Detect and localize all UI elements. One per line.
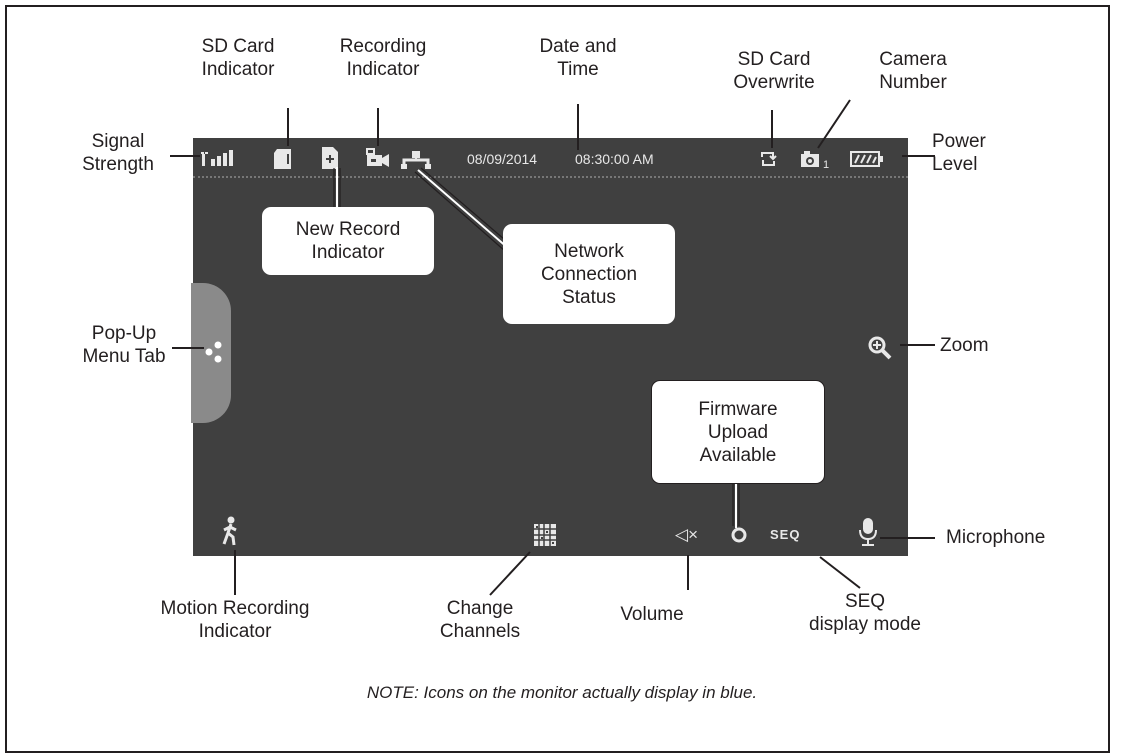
label-line: Recording: [339, 36, 427, 57]
callout-firmware-upload-available: Firmware Upload Available: [651, 380, 825, 484]
label-line: SEQ: [844, 591, 886, 612]
label-line: Motion Recording: [160, 598, 310, 619]
label-signal-strength: Signal Strength: [62, 130, 174, 176]
callout-line: Status: [562, 286, 616, 308]
label-line: Overwrite: [733, 72, 815, 93]
monitor-screen: 08/09/2014 08:30:00 AM 1: [191, 138, 908, 556]
label-line: Channels: [439, 621, 521, 642]
label-pop-up-menu-tab: Pop-Up Menu Tab: [72, 322, 176, 368]
label-line: Indicator: [201, 59, 275, 80]
footnote: NOTE: Icons on the monitor actually disp…: [366, 683, 758, 702]
camera-icon: [801, 151, 819, 167]
status-bar: 08/09/2014 08:30:00 AM 1: [193, 138, 908, 176]
microphone-icon[interactable]: [859, 518, 877, 548]
label-line: Change: [446, 598, 514, 619]
signal-strength-icon: [201, 150, 233, 166]
label-line: Number: [879, 72, 947, 93]
status-time: 08:30:00 AM: [575, 151, 654, 167]
callout-line: Connection: [540, 263, 638, 285]
new-record-icon: [322, 147, 338, 169]
pop-up-menu-tab[interactable]: [191, 283, 231, 423]
status-divider: [193, 176, 908, 178]
callout-line: New Record: [295, 219, 401, 240]
status-date: 08/09/2014: [467, 151, 538, 167]
firmware-upload-icon[interactable]: [731, 527, 747, 543]
label-sd-card-overwrite: SD Card Overwrite: [712, 48, 836, 94]
seq-mode-icon[interactable]: SEQ: [770, 527, 801, 542]
callout-network-connection-status: Network Connection Status: [503, 224, 675, 324]
label-line: Indicator: [198, 621, 272, 642]
diagram-frame: [5, 5, 1110, 753]
callout-line: Upload: [707, 421, 769, 443]
volume-icon[interactable]: ◁×: [675, 525, 699, 544]
label-line: SD Card: [737, 49, 811, 70]
label-date-and-time: Date and Time: [520, 35, 636, 81]
label-volume: Volume: [620, 604, 684, 625]
callout-line: Available: [699, 444, 777, 466]
label-sd-card-indicator: SD Card Indicator: [183, 35, 293, 81]
label-zoom: Zoom: [940, 335, 989, 356]
label-microphone: Microphone: [946, 527, 1046, 548]
label-line: Level: [932, 154, 978, 175]
label-power-level: Power Level: [932, 130, 1012, 176]
label-line: Signal: [91, 131, 145, 152]
recording-icon: [366, 148, 389, 167]
label-line: Strength: [82, 154, 154, 175]
label-line: Power: [932, 131, 986, 152]
battery-icon: [850, 151, 883, 167]
label-motion-recording-indicator: Motion Recording Indicator: [120, 597, 350, 643]
label-line: Indicator: [346, 59, 420, 80]
label-line: display mode: [809, 614, 921, 635]
label-line: Pop-Up: [91, 323, 157, 344]
label-line: Time: [557, 59, 599, 80]
zoom-icon[interactable]: [868, 336, 892, 360]
camera-number: 1: [823, 159, 830, 171]
label-line: SD Card: [201, 36, 275, 57]
label-line: Menu Tab: [82, 346, 166, 367]
label-line: Camera: [879, 49, 947, 70]
sd-card-icon: [274, 149, 291, 169]
callout-line: Firmware: [698, 398, 778, 420]
callout-line: Network: [554, 240, 624, 262]
callout-line: Indicator: [311, 242, 385, 263]
label-camera-number: Camera Number: [855, 48, 971, 94]
label-seq-display-mode: SEQ display mode: [790, 590, 940, 636]
sd-overwrite-icon: [761, 152, 777, 166]
share-menu-icon: [205, 341, 222, 363]
label-recording-indicator: Recording Indicator: [318, 35, 448, 81]
network-connection-icon: [401, 151, 431, 169]
motion-recording-icon: [222, 516, 237, 546]
change-channels-icon[interactable]: [534, 524, 556, 546]
label-change-channels: Change Channels: [420, 597, 540, 643]
label-line: Date and: [539, 36, 617, 57]
callout-new-record-indicator: New Record Indicator: [262, 207, 434, 275]
